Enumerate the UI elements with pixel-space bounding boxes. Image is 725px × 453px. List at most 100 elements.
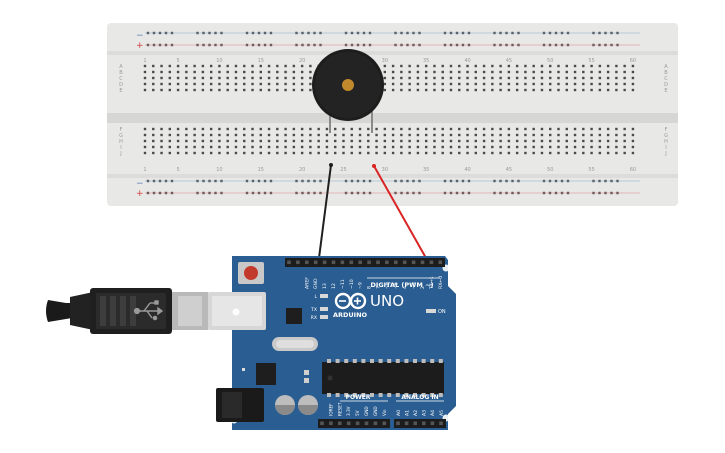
header-pin[interactable]: [394, 260, 398, 265]
breadboard-hole[interactable]: [218, 133, 221, 137]
breadboard-hole[interactable]: [598, 151, 602, 155]
breadboard-hole[interactable]: [350, 151, 353, 155]
breadboard-hole[interactable]: [234, 70, 238, 74]
breadboard-hole[interactable]: [267, 151, 271, 155]
breadboard-hole[interactable]: [193, 151, 196, 155]
breadboard-hole[interactable]: [606, 127, 610, 131]
breadboard-hole[interactable]: [515, 76, 519, 80]
breadboard-hole[interactable]: [383, 88, 387, 92]
breadboard-hole[interactable]: [540, 82, 544, 86]
breadboard-hole[interactable]: [557, 82, 560, 86]
breadboard-hole[interactable]: [557, 70, 560, 74]
breadboard-hole[interactable]: [168, 133, 172, 137]
breadboard-hole[interactable]: [375, 151, 378, 155]
breadboard-hole[interactable]: [185, 127, 188, 131]
breadboard-hole[interactable]: [400, 145, 403, 149]
header-pin[interactable]: [364, 421, 369, 426]
analog-header[interactable]: [394, 419, 446, 428]
breadboard-hole[interactable]: [416, 133, 420, 137]
breadboard-hole[interactable]: [416, 82, 420, 86]
breadboard-hole[interactable]: [309, 145, 312, 149]
breadboard-hole[interactable]: [309, 133, 312, 137]
breadboard-hole[interactable]: [540, 70, 544, 74]
breadboard-hole[interactable]: [441, 151, 444, 155]
breadboard-hole[interactable]: [491, 151, 494, 155]
breadboard-hole[interactable]: [267, 64, 271, 68]
breadboard-hole[interactable]: [441, 133, 444, 137]
breadboard-hole[interactable]: [615, 139, 618, 143]
breadboard-hole[interactable]: [160, 151, 163, 155]
breadboard-hole[interactable]: [292, 82, 296, 86]
breadboard-hole[interactable]: [623, 88, 626, 92]
breadboard-hole[interactable]: [226, 145, 229, 149]
breadboard-hole[interactable]: [168, 70, 172, 74]
breadboard-hole[interactable]: [549, 82, 552, 86]
breadboard-hole[interactable]: [482, 145, 486, 149]
breadboard-hole[interactable]: [565, 127, 568, 131]
breadboard-hole[interactable]: [193, 70, 196, 74]
breadboard-hole[interactable]: [367, 133, 370, 137]
breadboard-hole[interactable]: [160, 127, 163, 131]
breadboard-hole[interactable]: [590, 64, 593, 68]
breadboard-hole[interactable]: [276, 139, 279, 143]
breadboard-hole[interactable]: [532, 76, 535, 80]
breadboard-hole[interactable]: [259, 64, 262, 68]
breadboard-hole[interactable]: [292, 88, 296, 92]
breadboard-hole[interactable]: [209, 151, 213, 155]
breadboard-hole[interactable]: [458, 88, 461, 92]
breadboard-hole[interactable]: [623, 70, 626, 74]
breadboard-hole[interactable]: [160, 133, 163, 137]
breadboard-hole[interactable]: [573, 64, 577, 68]
breadboard-hole[interactable]: [408, 145, 411, 149]
breadboard-hole[interactable]: [391, 82, 395, 86]
header-pin[interactable]: [313, 260, 318, 265]
breadboard-hole[interactable]: [375, 145, 378, 149]
breadboard-hole[interactable]: [367, 139, 370, 143]
breadboard-hole[interactable]: [143, 151, 147, 155]
breadboard-hole[interactable]: [540, 139, 544, 143]
header-pin[interactable]: [338, 421, 342, 426]
breadboard-hole[interactable]: [251, 133, 254, 137]
breadboard-hole[interactable]: [540, 127, 544, 131]
breadboard-hole[interactable]: [160, 82, 163, 86]
header-pin[interactable]: [420, 260, 425, 265]
breadboard-hole[interactable]: [201, 64, 205, 68]
breadboard-hole[interactable]: [292, 145, 296, 149]
breadboard-hole[interactable]: [168, 145, 172, 149]
breadboard-hole[interactable]: [375, 133, 378, 137]
breadboard-hole[interactable]: [598, 127, 602, 131]
header-pin[interactable]: [429, 260, 434, 265]
breadboard-hole[interactable]: [243, 82, 246, 86]
header-pin[interactable]: [438, 260, 443, 265]
breadboard-hole[interactable]: [573, 127, 577, 131]
breadboard-hole[interactable]: [615, 133, 618, 137]
breadboard-hole[interactable]: [615, 151, 618, 155]
breadboard-hole[interactable]: [549, 145, 552, 149]
header-pin[interactable]: [402, 260, 407, 265]
breadboard-hole[interactable]: [441, 64, 444, 68]
breadboard-hole[interactable]: [152, 133, 155, 137]
breadboard-hole[interactable]: [243, 133, 246, 137]
breadboard-hole[interactable]: [565, 64, 568, 68]
breadboard-hole[interactable]: [424, 133, 428, 137]
breadboard-hole[interactable]: [631, 88, 635, 92]
breadboard-hole[interactable]: [433, 64, 436, 68]
breadboard-hole[interactable]: [350, 139, 353, 143]
breadboard-hole[interactable]: [573, 139, 577, 143]
breadboard-hole[interactable]: [325, 127, 329, 131]
breadboard-hole[interactable]: [201, 145, 205, 149]
breadboard-hole[interactable]: [193, 139, 196, 143]
breadboard-hole[interactable]: [234, 139, 238, 143]
breadboard-hole[interactable]: [549, 127, 552, 131]
breadboard-hole[interactable]: [449, 145, 453, 149]
breadboard-hole[interactable]: [515, 70, 519, 74]
breadboard-hole[interactable]: [284, 76, 287, 80]
breadboard-hole[interactable]: [300, 127, 304, 131]
breadboard-hole[interactable]: [515, 151, 519, 155]
breadboard-hole[interactable]: [176, 133, 180, 137]
breadboard-hole[interactable]: [441, 127, 444, 131]
breadboard-hole[interactable]: [176, 76, 180, 80]
breadboard-hole[interactable]: [259, 82, 262, 86]
breadboard-hole[interactable]: [524, 151, 527, 155]
